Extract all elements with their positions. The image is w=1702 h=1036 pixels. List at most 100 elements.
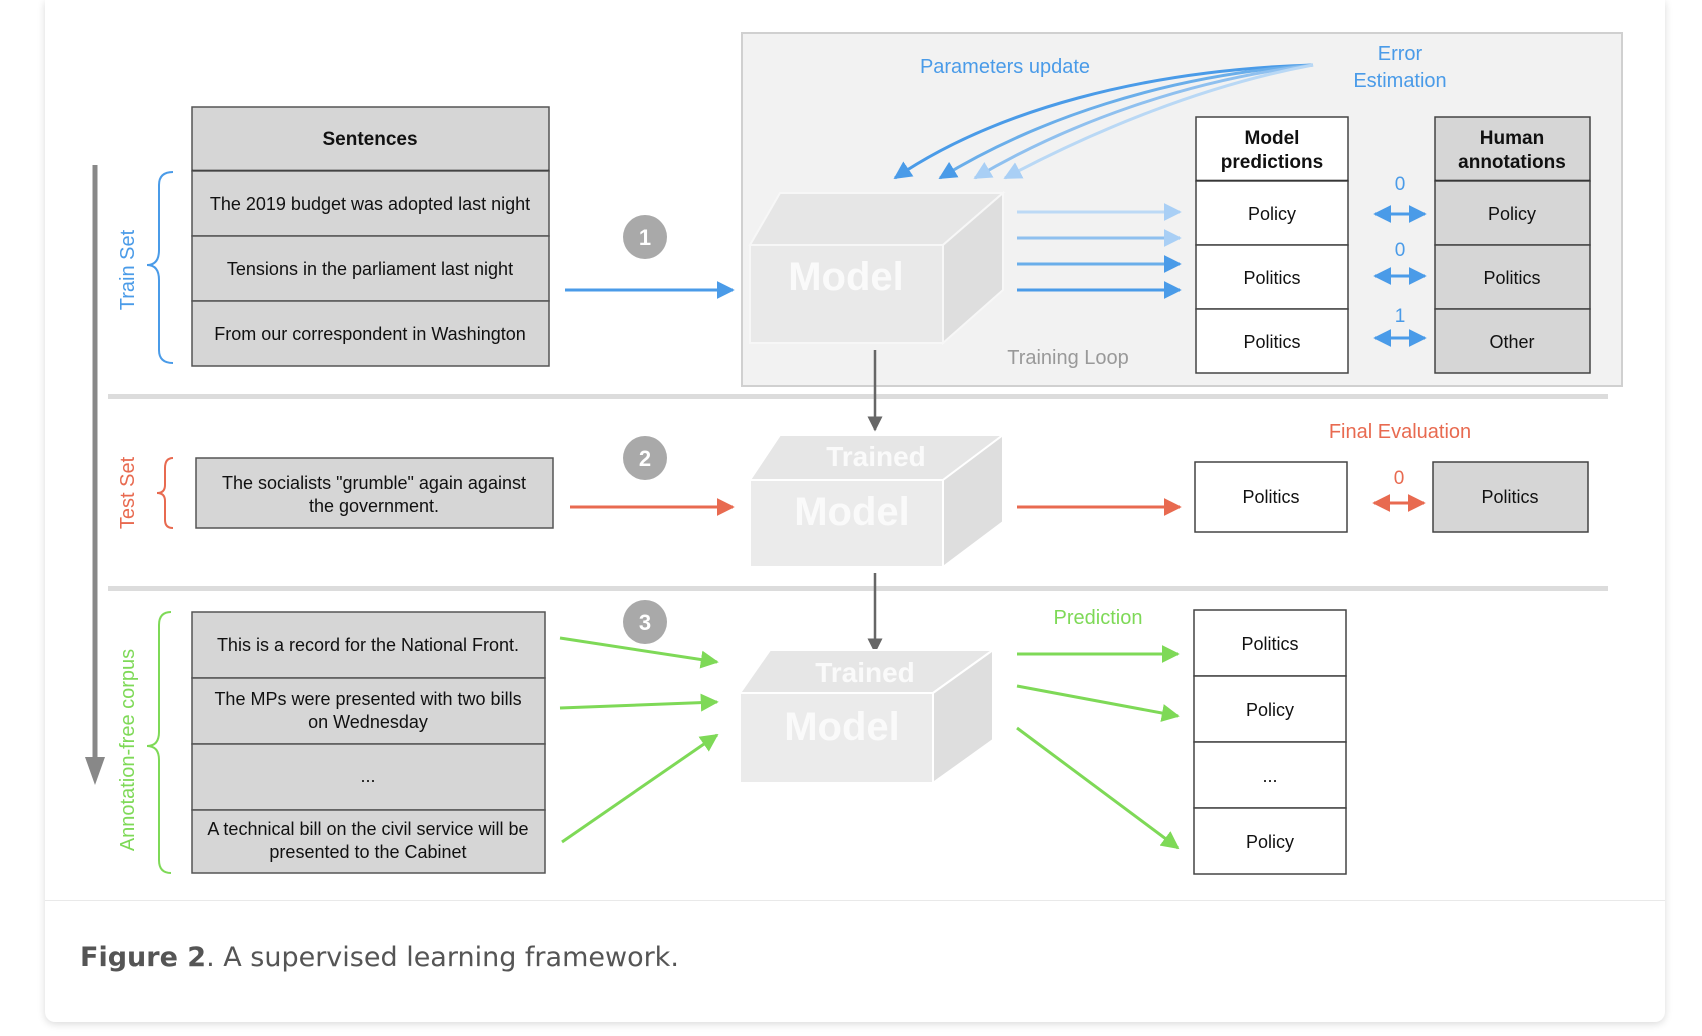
prediction-label: Prediction bbox=[1054, 607, 1143, 629]
corpus-brace bbox=[146, 611, 172, 874]
corpus-sentence-cell bbox=[191, 677, 546, 745]
test-prediction-cell bbox=[1194, 461, 1348, 533]
caption-divider bbox=[45, 900, 1665, 901]
error-value: 1 bbox=[1395, 306, 1406, 327]
step-badge-2-number: 2 bbox=[639, 446, 651, 471]
corpus-prediction-cell bbox=[1193, 609, 1347, 677]
parameters-update-label: Parameters update bbox=[920, 56, 1090, 78]
final-evaluation-label: Final Evaluation bbox=[1329, 421, 1471, 443]
separator-test-corpus bbox=[108, 586, 1608, 591]
corpus-prediction: Policy bbox=[1246, 700, 1294, 720]
corpus-input-arrows bbox=[559, 636, 719, 844]
diagram-svg: Train Set Sentences The 2019 budget was … bbox=[85, 32, 1623, 875]
model-box-train: Model bbox=[748, 190, 1006, 346]
train-set-label: Train Set bbox=[117, 229, 139, 310]
corpus-prediction-cell bbox=[1193, 807, 1347, 875]
human-annotation-cell bbox=[1434, 308, 1591, 374]
human-annotations-rows: Policy Politics Other bbox=[1434, 180, 1591, 374]
corpus-prediction-rows: Politics Policy ... Policy bbox=[1193, 609, 1347, 875]
corpus-output-arrows bbox=[1016, 645, 1180, 850]
train-set-brace bbox=[146, 171, 174, 364]
figure-caption-text: . A supervised learning framework. bbox=[206, 942, 679, 973]
human-annotation-cell bbox=[1434, 180, 1591, 246]
model-prediction-cell bbox=[1195, 180, 1349, 246]
train-sentence-rows: The 2019 budget was adopted last night T… bbox=[191, 170, 550, 367]
model-label-test: Model bbox=[794, 490, 910, 534]
step-badge-2 bbox=[623, 436, 667, 480]
figure-card: Train Set Sentences The 2019 budget was … bbox=[45, 0, 1665, 1022]
error-label-line2: Estimation bbox=[1353, 70, 1446, 92]
figure-caption: Figure 2. A supervised learning framewor… bbox=[80, 942, 679, 973]
sentences-header-cell bbox=[191, 106, 550, 172]
trained-label-test: Trained bbox=[826, 441, 926, 472]
human-annotations-header-line2: annotations bbox=[1458, 152, 1566, 173]
corpus-sentence: A technical bill on the civil service wi… bbox=[207, 819, 528, 839]
human-annotation: Politics bbox=[1483, 268, 1540, 288]
human-annotations-header-line1: Human bbox=[1480, 128, 1544, 149]
step-badge-3-number: 3 bbox=[639, 610, 651, 635]
test-set-brace bbox=[156, 457, 174, 529]
model-predictions-header-line2: predictions bbox=[1221, 152, 1323, 173]
figure-diagram: Train Set Sentences The 2019 budget was … bbox=[45, 0, 1665, 900]
train-sentence: Tensions in the parliament last night bbox=[227, 259, 513, 279]
sentences-header: Sentences bbox=[322, 129, 417, 150]
test-sentence-cell bbox=[195, 457, 554, 529]
test-annotation-cell bbox=[1432, 461, 1589, 533]
test-error-value: 0 bbox=[1394, 468, 1405, 489]
model-label-corpus: Model bbox=[784, 705, 900, 749]
separator-train-test bbox=[108, 394, 1608, 399]
test-set-label: Test Set bbox=[117, 456, 139, 529]
test-prediction: Politics bbox=[1242, 487, 1299, 507]
error-comparisons: 0 0 1 bbox=[1373, 174, 1427, 347]
human-annotation-cell bbox=[1434, 244, 1591, 310]
trained-label-corpus: Trained bbox=[815, 657, 915, 688]
test-annotation: Politics bbox=[1481, 487, 1538, 507]
flow-axis-arrowhead bbox=[85, 757, 105, 785]
corpus-prediction-cell bbox=[1193, 741, 1347, 809]
training-loop-label: Training Loop bbox=[1007, 347, 1129, 369]
model-prediction-cell bbox=[1195, 308, 1349, 374]
trained-model-box-corpus: Trained Model bbox=[738, 648, 997, 785]
figure-caption-prefix: Figure 2 bbox=[80, 942, 207, 973]
train-sentence-cell bbox=[191, 300, 550, 367]
trained-model-box-test: Trained Model bbox=[748, 433, 1006, 569]
model-prediction: Politics bbox=[1243, 268, 1300, 288]
corpus-label: Annotation-free corpus bbox=[117, 649, 139, 851]
step-badge-1 bbox=[623, 215, 667, 259]
error-value: 0 bbox=[1395, 240, 1406, 261]
corpus-prediction: ... bbox=[1262, 766, 1277, 786]
corpus-sentence-cell bbox=[191, 809, 546, 874]
human-annotations-header-cell bbox=[1434, 116, 1591, 182]
human-annotation: Other bbox=[1489, 332, 1534, 352]
model-predictions-header-line1: Model bbox=[1245, 128, 1300, 149]
error-value: 0 bbox=[1395, 174, 1406, 195]
corpus-sentence: on Wednesday bbox=[308, 712, 428, 732]
step-badge-1-number: 1 bbox=[639, 225, 651, 250]
train-sentence: The 2019 budget was adopted last night bbox=[210, 194, 530, 214]
model-predictions-header-cell bbox=[1195, 116, 1349, 182]
corpus-sentence: The MPs were presented with two bills bbox=[214, 689, 521, 709]
test-sentence-line2: the government. bbox=[309, 496, 439, 516]
test-sentence-line1: The socialists "grumble" again against bbox=[222, 473, 526, 493]
corpus-prediction-cell bbox=[1193, 675, 1347, 743]
parameters-update-arrows bbox=[893, 63, 1314, 180]
corpus-sentence-rows: This is a record for the National Front.… bbox=[191, 611, 546, 874]
human-annotation: Policy bbox=[1488, 204, 1536, 224]
prediction-flow-arrows bbox=[1017, 203, 1182, 299]
model-prediction-cell bbox=[1195, 244, 1349, 310]
corpus-sentence: presented to the Cabinet bbox=[269, 842, 466, 862]
corpus-prediction: Policy bbox=[1246, 832, 1294, 852]
train-sentence-cell bbox=[191, 170, 550, 237]
model-label-train: Model bbox=[788, 255, 904, 299]
corpus-sentence: This is a record for the National Front. bbox=[217, 635, 519, 655]
model-prediction: Politics bbox=[1243, 332, 1300, 352]
corpus-sentence: ... bbox=[360, 766, 375, 786]
corpus-sentence-cell bbox=[191, 743, 546, 811]
model-prediction: Policy bbox=[1248, 204, 1296, 224]
corpus-prediction: Politics bbox=[1241, 634, 1298, 654]
corpus-sentence-cell bbox=[191, 611, 546, 679]
train-sentence-cell bbox=[191, 235, 550, 302]
model-predictions-rows: Policy Politics Politics bbox=[1195, 180, 1349, 374]
train-sentence: From our correspondent in Washington bbox=[214, 324, 525, 344]
step-badge-3 bbox=[623, 600, 667, 644]
